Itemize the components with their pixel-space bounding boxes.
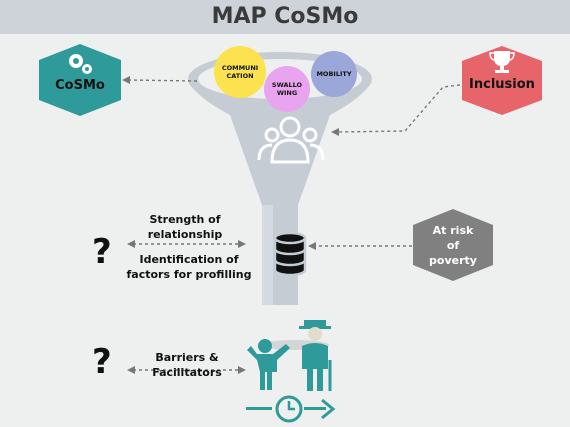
strength-label: Strength of relationship <box>147 213 223 241</box>
mobility-circle <box>311 51 357 97</box>
timeline-icon <box>246 395 336 423</box>
swallowing-label: SWALLO WING <box>271 81 303 97</box>
people-icon <box>257 116 325 164</box>
gears-icon <box>69 54 92 74</box>
elderly-icon <box>299 320 332 391</box>
question-mark-barriers: ? <box>92 342 112 382</box>
title-banner <box>0 0 570 34</box>
factors-label: Identification of factors for profilling <box>126 253 252 281</box>
cosmo-hexagon <box>39 44 121 116</box>
mobility-label: MOBILITY <box>316 70 352 78</box>
question-mark-analysis: ? <box>92 232 112 272</box>
page-title: MAP CoSMo <box>211 4 359 29</box>
poverty-label: At risk of poverty <box>429 224 477 267</box>
child-icon <box>247 339 290 390</box>
swallowing-circle <box>264 66 310 112</box>
communication-label: COMMUNI CATION <box>221 64 259 80</box>
barriers-label: Barriers & Facilitators <box>152 351 222 379</box>
inclusion-label: Inclusion <box>469 77 535 92</box>
connectors <box>122 76 461 374</box>
poverty-hexagon <box>413 209 493 281</box>
cosmo-label: CoSMo <box>55 78 105 93</box>
communication-circle <box>214 46 266 98</box>
trophy-icon <box>489 51 515 73</box>
inclusion-hexagon <box>462 46 542 115</box>
database-icon <box>273 231 307 277</box>
